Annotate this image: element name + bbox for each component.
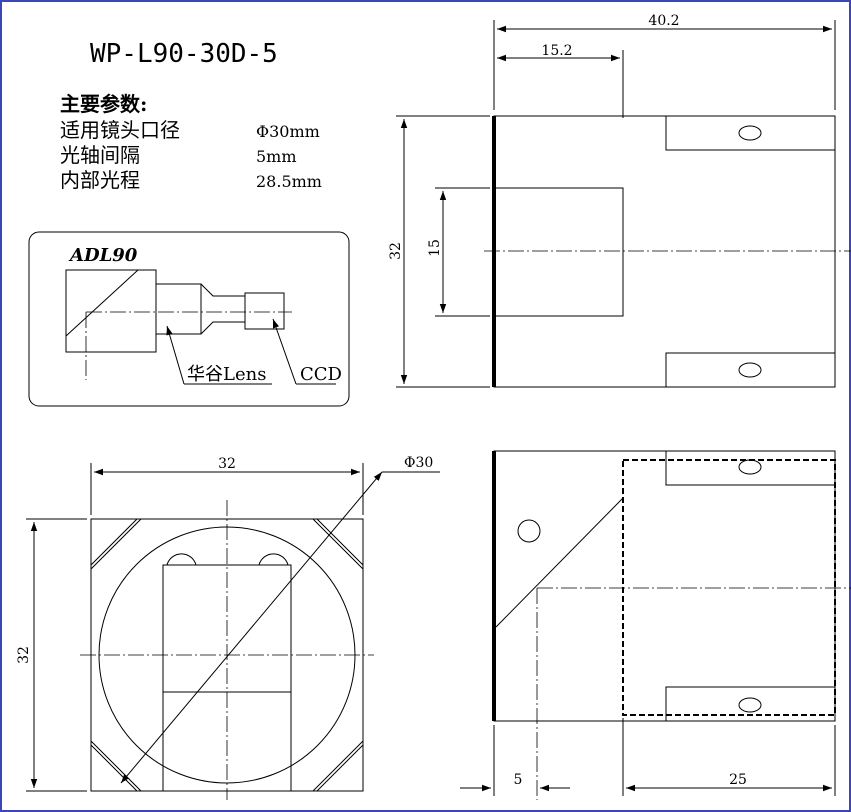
ccd-label: CCD: [300, 364, 342, 385]
inset-model-label: ADL90: [68, 245, 138, 266]
inset-frame: [28, 231, 350, 407]
drawing-title: WP-L90-30D-5: [90, 39, 278, 69]
mount-hole: [738, 362, 762, 378]
param-label-optical-path: 内部光程: [60, 168, 140, 192]
dim-side-small-width: 5: [514, 772, 523, 788]
dim-front-height: 32: [16, 646, 32, 664]
prism-block: [65, 269, 157, 353]
dim-top-inner-height: 15: [427, 239, 443, 257]
mount-hole: [738, 459, 762, 475]
param-value-axis-offset: 5mm: [256, 147, 297, 166]
top-view: 40.2 15.2 32 15: [388, 13, 851, 388]
dim-top-height: 32: [388, 242, 404, 260]
lens-label: 华谷Lens: [187, 364, 266, 385]
param-value-optical-path: 28.5mm: [256, 172, 322, 191]
ccd-block: [244, 292, 285, 330]
dim-side-large-width: 25: [729, 772, 747, 788]
side-view: 5 25: [460, 450, 851, 800]
front-view: 32 Φ30 32: [16, 455, 440, 800]
param-label-axis-offset: 光轴间隔: [60, 143, 140, 167]
hidden-cavity: [622, 459, 836, 716]
dim-front-diameter: Φ30: [404, 455, 433, 471]
dim-top-total-width: 40.2: [648, 13, 679, 29]
dim-front-width: 32: [218, 456, 236, 472]
lens-barrel: [155, 283, 202, 335]
param-label-lens-diameter: 适用镜头口径: [60, 118, 180, 142]
inset-schematic: ADL90 华谷Lens CCD: [28, 231, 350, 407]
param-value-lens-diameter: Φ30mm: [256, 122, 320, 141]
dim-top-partial-width: 15.2: [541, 43, 572, 59]
side-hole: [517, 519, 541, 543]
mount-hole: [738, 125, 762, 141]
mount-hole: [738, 697, 762, 713]
parameter-block: 主要参数: 适用镜头口径 Φ30mm 光轴间隔 5mm 内部光程 28.5mm: [60, 92, 322, 192]
params-heading: 主要参数:: [60, 92, 147, 116]
